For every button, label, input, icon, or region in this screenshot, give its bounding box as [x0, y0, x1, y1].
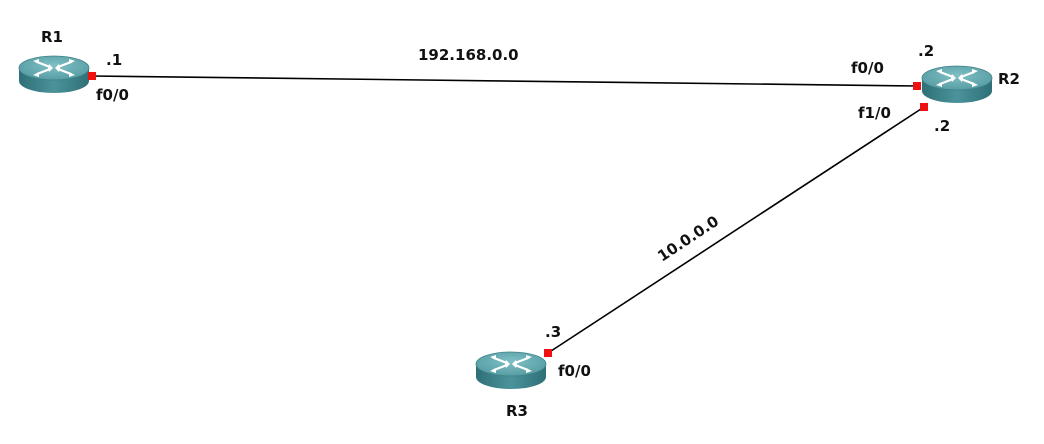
router-r2[interactable] — [920, 64, 994, 105]
router-r2-label: R2 — [998, 70, 1020, 88]
link-r1-r2[interactable] — [91, 75, 919, 87]
r1-host-label: .1 — [106, 51, 122, 69]
router-r1-label: R1 — [41, 28, 63, 46]
router-icon — [17, 54, 91, 95]
router-icon — [474, 350, 548, 391]
port-r2-f0-0[interactable] — [913, 82, 921, 90]
r2-host-label-bottom: .2 — [934, 117, 950, 135]
port-r2-f1-0[interactable] — [920, 103, 928, 111]
network-label-r2-r3: 10.0.0.0 — [654, 212, 722, 265]
router-r3-label: R3 — [506, 402, 528, 420]
port-r1-f0-0[interactable] — [88, 72, 96, 80]
link-r2-r3[interactable] — [547, 106, 925, 354]
router-r3[interactable] — [474, 350, 548, 391]
r2-interface-label-f1: f1/0 — [858, 104, 891, 122]
network-label-r1-r2: 192.168.0.0 — [418, 46, 519, 64]
router-r1[interactable] — [17, 54, 91, 95]
r2-interface-label-f0: f0/0 — [851, 59, 884, 77]
r3-interface-label: f0/0 — [558, 362, 591, 380]
r1-interface-label: f0/0 — [96, 86, 129, 104]
r2-host-label-top: .2 — [918, 42, 934, 60]
router-icon — [920, 64, 994, 105]
r3-host-label: .3 — [545, 323, 561, 341]
port-r3-f0-0[interactable] — [544, 349, 552, 357]
